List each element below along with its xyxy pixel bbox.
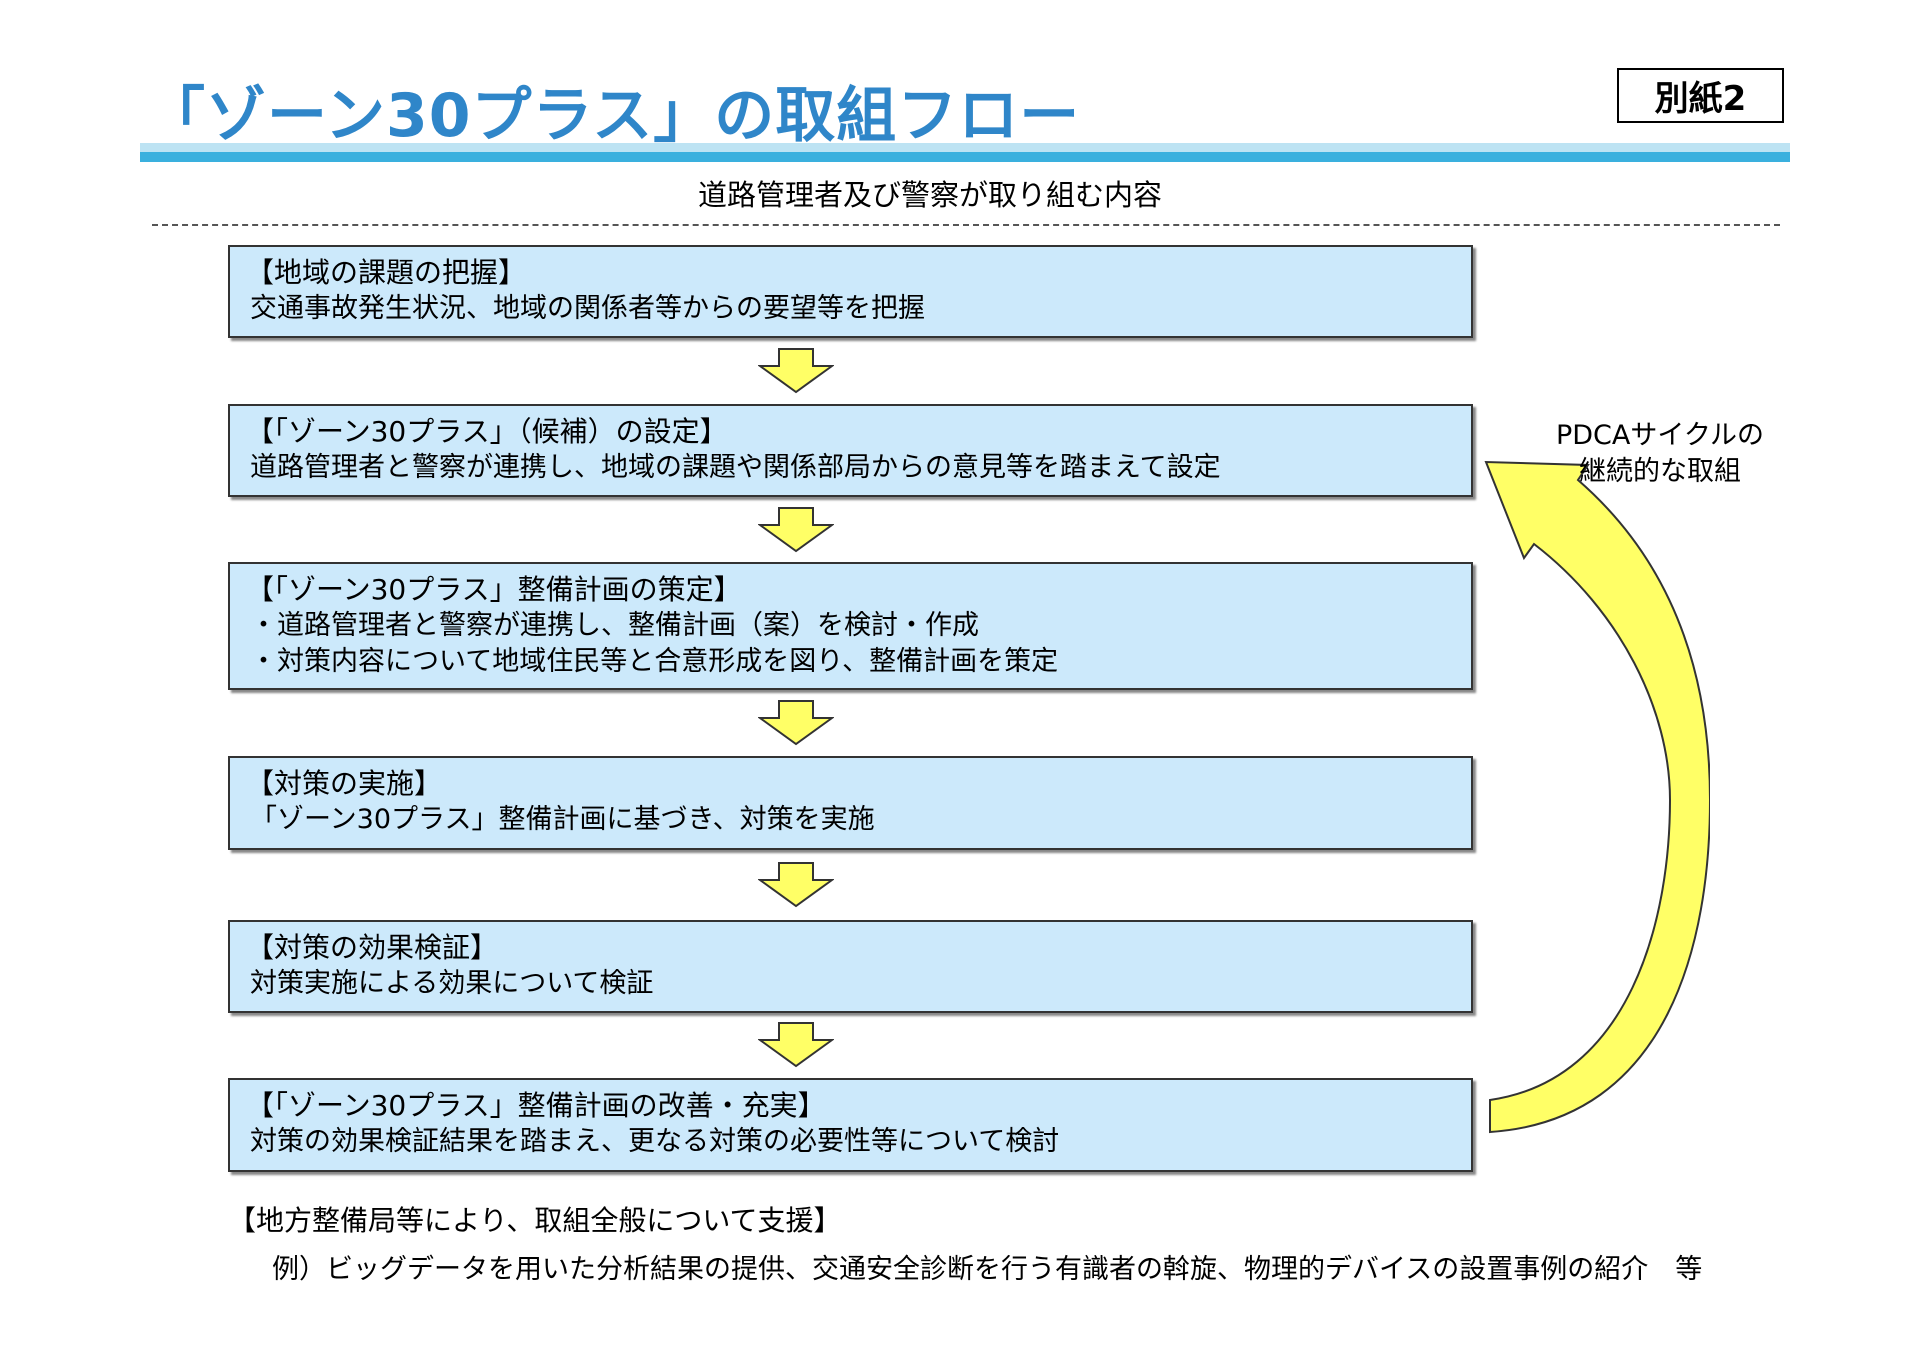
step-description: ・対策内容について地域住民等と合意形成を図り、整備計画を策定	[250, 646, 1059, 677]
step-description: ・道路管理者と警察が連携し、整備計画（案）を検討・作成	[250, 610, 979, 641]
attachment-label: 別紙2	[1617, 68, 1784, 123]
step-box-plan-formulation: 【「ゾーン30プラス」整備計画の策定】 ・道路管理者と警察が連携し、整備計画（案…	[228, 562, 1473, 690]
title-underline-dark	[140, 152, 1790, 162]
step-heading: 【「ゾーン30プラス」（候補）の設定】	[246, 415, 728, 448]
page-title: 「ゾーン30プラス」の取組フロー	[145, 81, 1081, 151]
step-heading: 【対策の効果検証】	[246, 931, 499, 964]
step-box-grasp-issues: 【地域の課題の把握】 交通事故発生状況、地域の関係者等からの要望等を把握	[228, 245, 1473, 338]
down-arrow-icon	[758, 507, 834, 553]
step-box-improvement: 【「ゾーン30プラス」整備計画の改善・充実】 対策の効果検証結果を踏まえ、更なる…	[228, 1078, 1473, 1172]
step-heading: 【「ゾーン30プラス」整備計画の策定】	[246, 573, 742, 606]
down-arrow-icon	[758, 348, 834, 394]
pdca-cycle-label-line: PDCAサイクルの	[1555, 420, 1765, 451]
pdca-cycle-label: PDCAサイクルの 継続的な取組	[1535, 418, 1785, 490]
step-description: 対策の効果検証結果を踏まえ、更なる対策の必要性等について検討	[250, 1126, 1060, 1157]
subtitle: 道路管理者及び警察が取り組む内容	[697, 178, 1162, 212]
dashed-divider	[152, 224, 1780, 226]
step-description: 道路管理者と警察が連携し、地域の課題や関係部局からの意見等を踏まえて設定	[250, 452, 1221, 483]
step-heading: 【「ゾーン30プラス」整備計画の改善・充実】	[246, 1089, 826, 1122]
support-heading: 【地方整備局等により、取組全般について支援】	[228, 1204, 842, 1237]
pdca-cycle-arrow-icon	[1484, 460, 1710, 1134]
title-underline-light	[140, 143, 1790, 152]
down-arrow-icon	[758, 862, 834, 908]
pdca-cycle-label-line: 継続的な取組	[1579, 456, 1741, 487]
step-box-implementation: 【対策の実施】 「ゾーン30プラス」整備計画に基づき、対策を実施	[228, 756, 1473, 850]
step-box-zone-setting: 【「ゾーン30プラス」（候補）の設定】 道路管理者と警察が連携し、地域の課題や関…	[228, 404, 1473, 497]
step-description: 交通事故発生状況、地域の関係者等からの要望等を把握	[250, 293, 925, 324]
step-description: 「ゾーン30プラス」整備計画に基づき、対策を実施	[250, 804, 875, 835]
support-examples: 例）ビッグデータを用いた分析結果の提供、交通安全診断を行う有識者の斡旋、物理的デ…	[272, 1254, 1703, 1285]
step-box-effect-verification: 【対策の効果検証】 対策実施による効果について検証	[228, 920, 1473, 1013]
step-heading: 【対策の実施】	[246, 767, 443, 800]
step-description: 対策実施による効果について検証	[250, 968, 654, 999]
down-arrow-icon	[758, 1022, 834, 1068]
down-arrow-icon	[758, 700, 834, 746]
step-heading: 【地域の課題の把握】	[246, 256, 527, 289]
